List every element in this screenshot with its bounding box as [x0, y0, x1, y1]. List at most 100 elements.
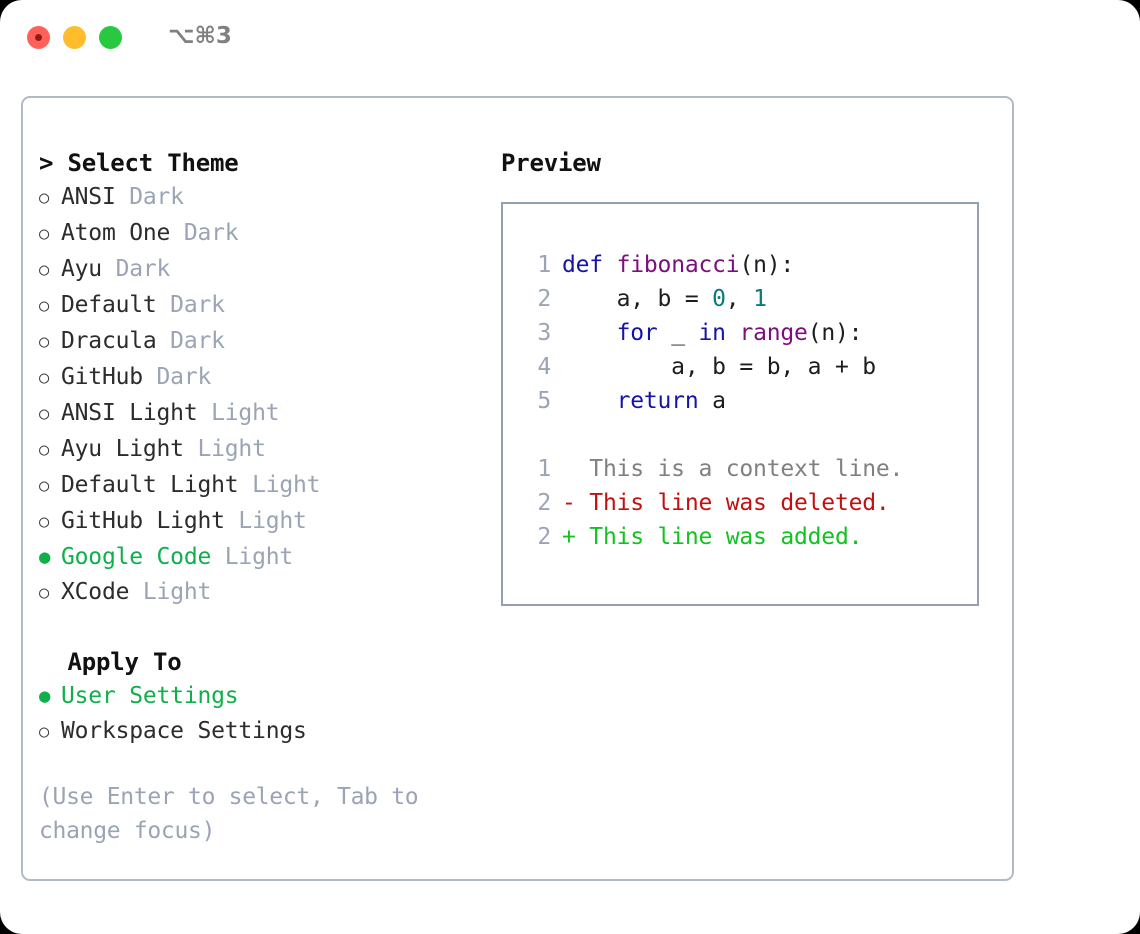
close-button[interactable] [27, 26, 50, 49]
token-pl: a [698, 388, 726, 414]
theme-option-1[interactable]: ○Atom One Dark [39, 216, 489, 252]
theme-option-11[interactable]: ○ XCode Light [39, 575, 489, 611]
code-line: 2 a, b = 0, 1 [521, 282, 977, 316]
diff-line: 1 This is a context line. [521, 452, 977, 486]
line-number: 5 [537, 388, 551, 414]
keyboard-hint: (Use Enter to select, Tab to change focu… [39, 784, 419, 844]
code-text: return a [562, 384, 726, 418]
diff-line: 2 + This line was added. [521, 520, 977, 554]
option-label: User Settings [61, 683, 239, 709]
option-label: GitHub [61, 364, 143, 390]
option-label: Workspace Settings [61, 718, 307, 744]
option-label: ANSI [61, 184, 116, 210]
theme-option-list: ○ANSI Dark○Atom One Dark○Ayu Dark○Defaul… [39, 180, 489, 611]
option-variant-tag: Light [129, 579, 212, 605]
title-bar: ⌥⌘3 [0, 0, 1140, 78]
radio-unselected-icon: ○ [39, 476, 50, 496]
token-pl: (n): [739, 252, 795, 278]
option-label: ANSI Light [61, 400, 198, 426]
radio-unselected-icon: ○ [39, 188, 50, 208]
maximize-button[interactable] [99, 26, 122, 49]
code-line: 3 for _ in range(n): [521, 316, 977, 350]
token-fn: range [739, 320, 808, 346]
line-number: 1 [537, 456, 551, 482]
diff-text-ctx: This is a context line. [562, 456, 904, 482]
option-variant-tag: Dark [170, 220, 239, 246]
theme-selector-column: > Select Theme ○ANSI Dark○Atom One Dark○… [39, 146, 489, 848]
radio-selected-icon: ● [39, 546, 51, 568]
token-pl: (n): [807, 320, 863, 346]
option-variant-tag: Light [211, 544, 294, 570]
radio-unselected-icon: ○ [39, 440, 50, 460]
radio-unselected-icon: ○ [39, 583, 50, 603]
option-variant-tag: Light [197, 400, 280, 426]
radio-unselected-icon: ○ [39, 722, 50, 742]
token-pl [562, 320, 617, 346]
theme-option-7[interactable]: ○ Ayu Light Light [39, 432, 489, 468]
option-variant-tag: Light [238, 472, 321, 498]
option-label: Default [61, 292, 157, 318]
theme-option-6[interactable]: ○ ANSI Light Light [39, 396, 489, 432]
code-text: def fibonacci(n): [562, 248, 794, 282]
radio-unselected-icon: ○ [39, 368, 50, 388]
select-theme-header: > Select Theme [39, 149, 239, 177]
option-variant-tag: Dark [101, 256, 171, 282]
token-pl [562, 388, 617, 414]
theme-option-0[interactable]: ○ ANSI Dark [39, 180, 489, 216]
option-label: Google Code [61, 544, 212, 570]
option-label: Ayu [61, 256, 102, 282]
preview-header: Preview [501, 149, 601, 177]
option-variant-tag: Light [183, 436, 266, 462]
diff-sample: 1 This is a context line. 2 - This line wa… [521, 452, 977, 554]
line-number: 3 [537, 320, 551, 346]
traffic-light-group [27, 26, 122, 49]
option-label: Ayu Light [61, 436, 184, 462]
token-kw: def [562, 252, 603, 278]
token-kw: in [698, 320, 726, 346]
option-label: XCode [61, 579, 130, 605]
diff-text-add: + This line was added. [562, 524, 863, 550]
theme-option-3[interactable]: ○Default Dark [39, 288, 489, 324]
theme-option-5[interactable]: ○ GitHub Dark [39, 360, 489, 396]
apply-option-0[interactable]: ● User Settings [39, 679, 489, 714]
apply-to-header: Apply To [39, 648, 182, 676]
token-kw: for [616, 320, 658, 346]
option-label: Default Light [61, 472, 239, 498]
radio-unselected-icon: ○ [39, 512, 50, 532]
token-kw: return [616, 388, 699, 414]
radio-unselected-icon: ○ [39, 404, 50, 424]
theme-option-2[interactable]: ○ Ayu Dark [39, 252, 489, 288]
option-label: GitHub Light [61, 508, 225, 534]
token-num: 1 [753, 286, 767, 312]
option-label: Atom One [61, 220, 171, 246]
line-number: 2 [537, 490, 551, 516]
apply-option-1[interactable]: ○ Workspace Settings [39, 714, 489, 750]
option-label: Dracula [61, 328, 157, 354]
theme-option-8[interactable]: ○ Default Light Light [39, 468, 489, 504]
token-pl: , [725, 286, 754, 312]
diff-text-del: - This line was deleted. [562, 490, 890, 516]
token-pl [726, 320, 740, 346]
radio-unselected-icon: ○ [39, 332, 50, 352]
code-line: 1 def fibonacci(n): [521, 248, 977, 282]
line-number: 1 [537, 252, 551, 278]
token-pl: a, b = [562, 286, 713, 312]
option-variant-tag: Dark [115, 184, 184, 210]
token-pl [603, 252, 617, 278]
theme-option-10[interactable]: ● Google Code Light [39, 540, 489, 575]
token-num: 0 [712, 286, 726, 312]
list-spacer [39, 611, 489, 645]
radio-selected-icon: ● [39, 685, 51, 707]
radio-unselected-icon: ○ [39, 260, 50, 280]
theme-option-4[interactable]: ○Dracula Dark [39, 324, 489, 360]
window-title: ⌥⌘3 [168, 23, 232, 49]
code-line: 5 return a [521, 384, 977, 418]
option-variant-tag: Dark [142, 364, 212, 390]
minimize-button[interactable] [63, 26, 86, 49]
token-pl: a, b = b, a + b [562, 354, 876, 380]
line-number: 2 [537, 524, 551, 550]
theme-option-9[interactable]: ○GitHub Light Light [39, 504, 489, 540]
